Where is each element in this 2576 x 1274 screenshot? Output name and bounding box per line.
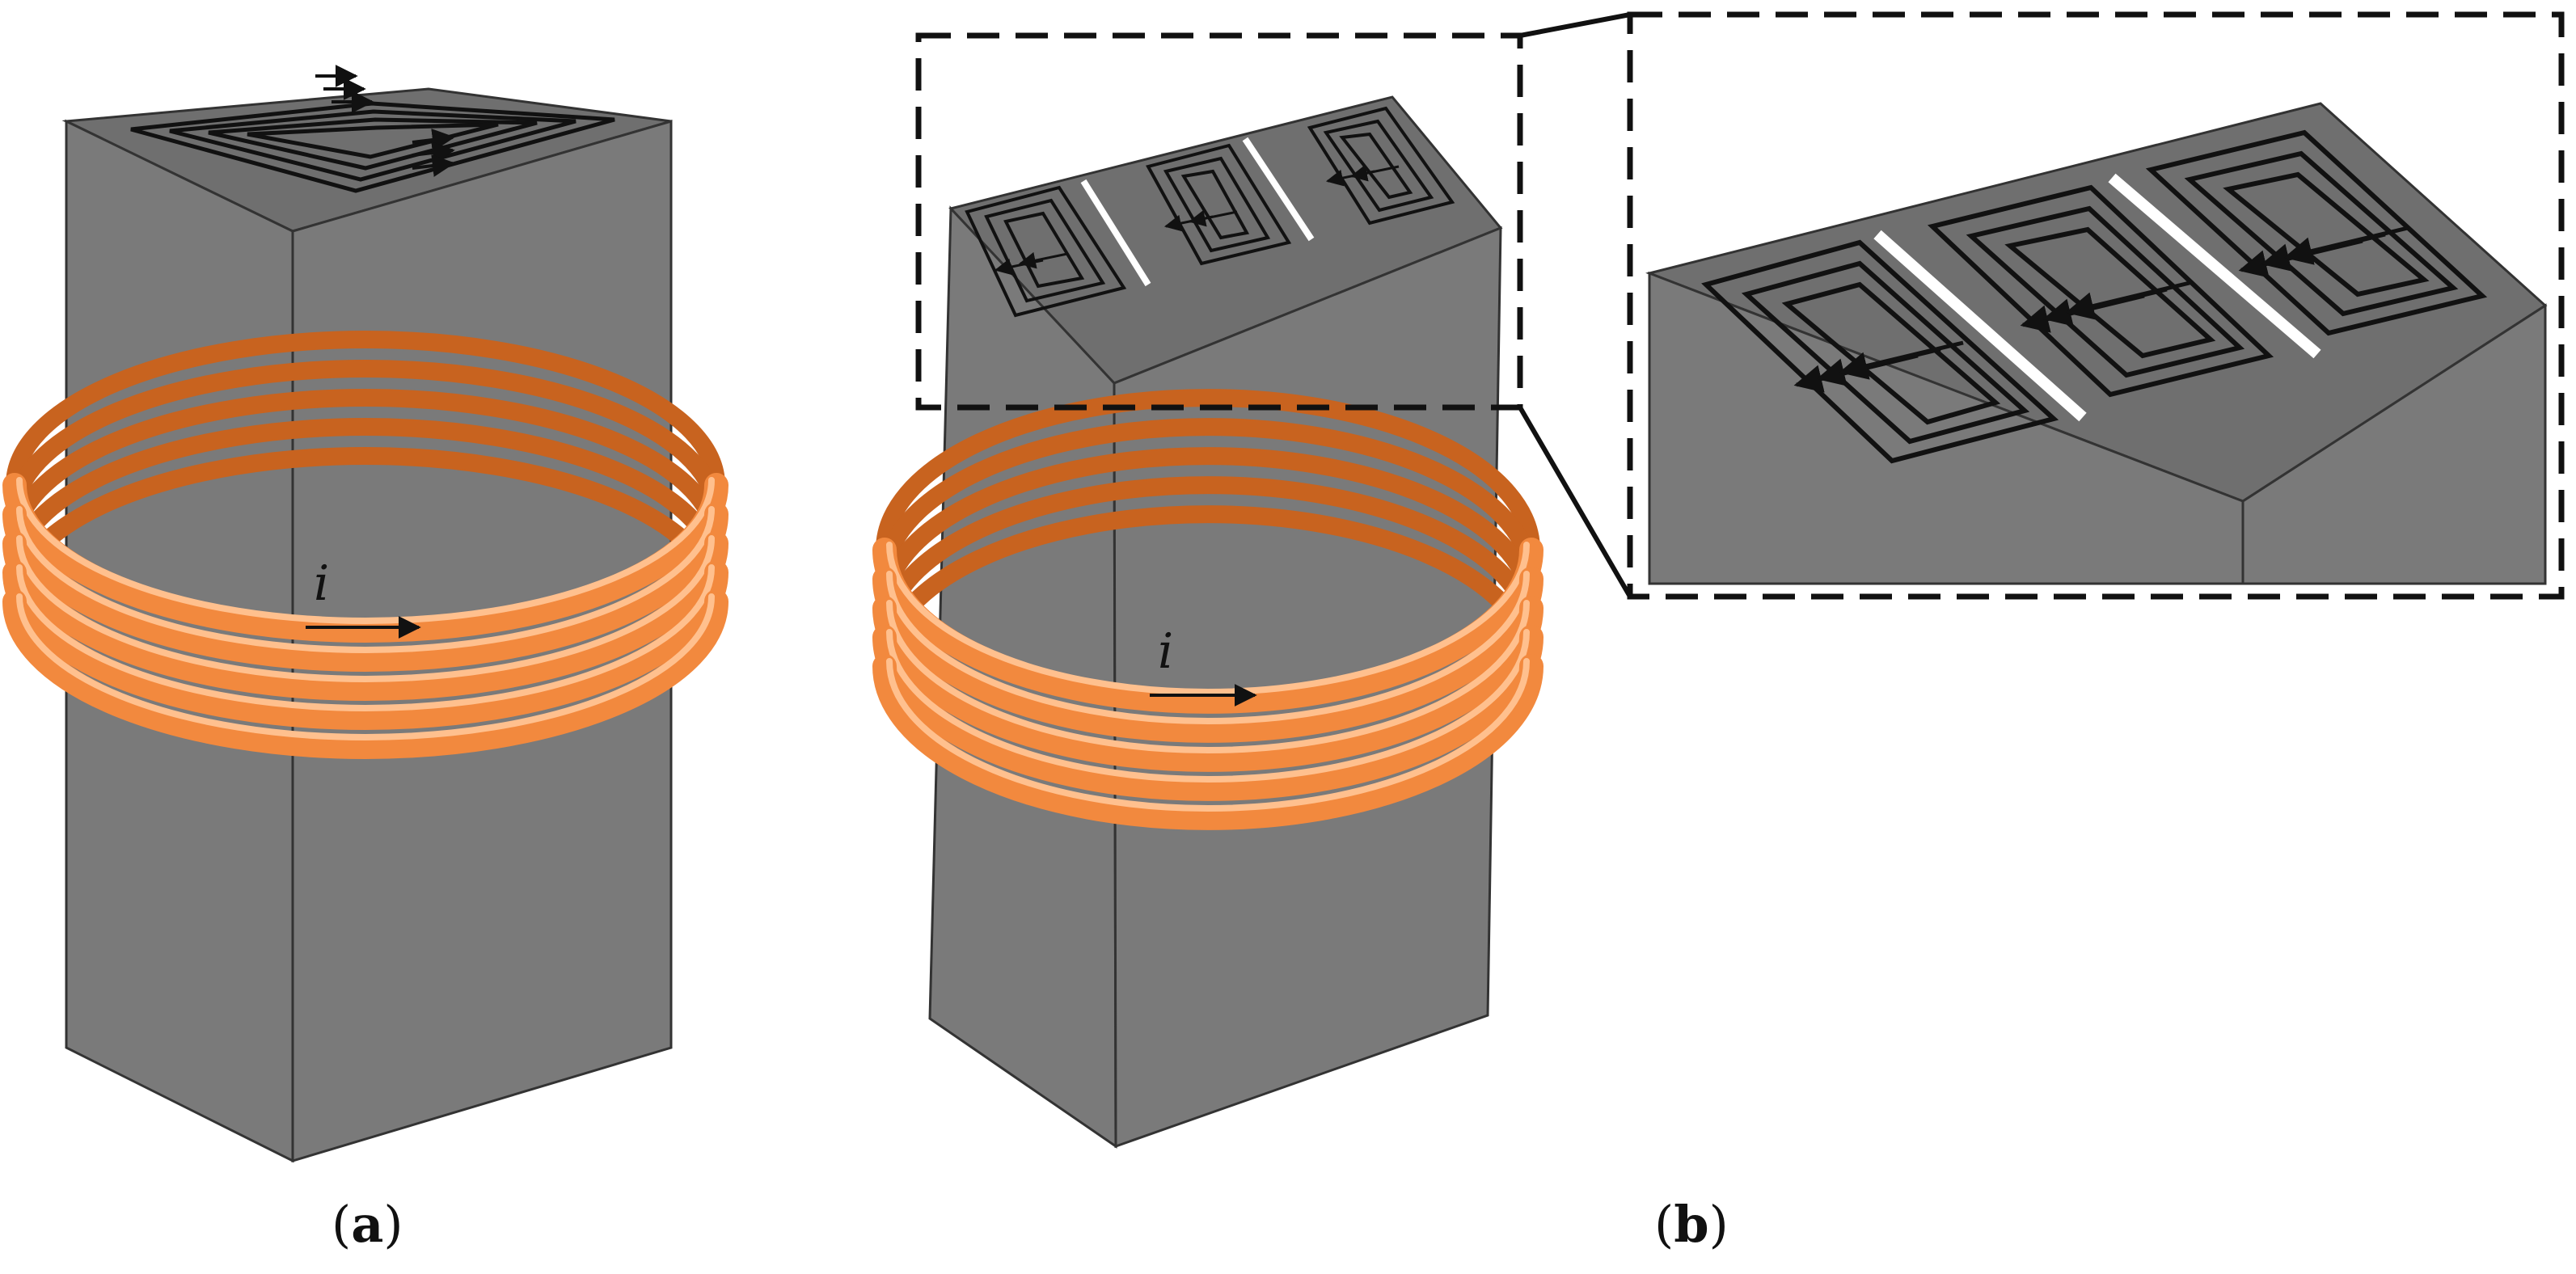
coil-b-turn xyxy=(872,538,1543,714)
coil-b-turn-back xyxy=(876,476,1540,646)
current-arrows-top-a xyxy=(315,65,455,177)
zoom-inset xyxy=(1627,11,2565,600)
panel-letter-b: b xyxy=(1674,1195,1708,1254)
coil-b-turn-back xyxy=(876,418,1540,588)
coil-a-turn-highlight xyxy=(16,477,715,624)
coil-b-turn xyxy=(872,625,1543,801)
coil-b-turn-back xyxy=(876,505,1540,675)
coil-b-turn-highlight xyxy=(886,658,1530,812)
panel-b: i xyxy=(872,11,2565,1254)
current-label-a: i xyxy=(314,555,329,612)
coil-a xyxy=(2,331,728,759)
zoom-connector-top xyxy=(1519,12,1631,38)
coil-a-turn xyxy=(2,473,728,643)
slit-1 xyxy=(1080,179,1151,287)
coil-a-turn-back xyxy=(6,389,725,552)
zoom-connector-bottom xyxy=(1518,406,1632,598)
coil-a-turn-highlight xyxy=(16,564,715,711)
coil-b-turn-highlight xyxy=(886,600,1530,753)
zoom-inset-frame xyxy=(1627,11,2565,600)
coil-a-turn xyxy=(2,560,728,730)
coil-b-turn-highlight xyxy=(886,571,1530,724)
zoom-source-box xyxy=(915,32,1523,411)
slit-2 xyxy=(1242,137,1315,242)
coil-a-turn xyxy=(2,531,728,701)
current-arrows-top-b xyxy=(994,164,1400,276)
panel-label-a: (a) xyxy=(332,1195,403,1254)
inset-slits xyxy=(1873,173,2321,422)
panel-label-b: (b) xyxy=(1654,1195,1729,1254)
coil-a-turn-highlight xyxy=(16,535,715,682)
coil-b-turn xyxy=(872,567,1543,743)
coil-b-turn-back xyxy=(876,389,1540,559)
panel-letter-a: a xyxy=(351,1195,383,1254)
coil-b xyxy=(872,389,1543,830)
coil-b-turn-highlight xyxy=(886,542,1530,695)
coil-a-turn-highlight xyxy=(16,506,715,653)
coil-b-turn-back xyxy=(876,447,1540,617)
inset-right-face xyxy=(2241,303,2547,585)
coil-a-turn-back xyxy=(6,360,725,523)
coil-a-turn-back xyxy=(6,331,725,494)
insulation-slits-b xyxy=(1080,137,1315,287)
coil-b-turn-highlight xyxy=(886,629,1530,783)
coil-a-turn-back xyxy=(6,447,725,610)
coil-b-turn xyxy=(872,654,1543,830)
current-direction-b: i xyxy=(1150,623,1257,707)
panel-a: i (a) xyxy=(2,65,728,1254)
eddy-current-loops-a xyxy=(130,101,615,193)
current-label-b: i xyxy=(1158,623,1173,680)
coil-a-turn-highlight xyxy=(16,593,715,740)
current-direction-a: i xyxy=(306,555,421,639)
coil-a-turn xyxy=(2,589,728,759)
coil-a-turn xyxy=(2,502,728,672)
coil-b-turn xyxy=(872,596,1543,772)
inset-current-arrows xyxy=(1793,226,2409,393)
coil-a-turn-back xyxy=(6,418,725,581)
block-b xyxy=(928,95,1503,1149)
